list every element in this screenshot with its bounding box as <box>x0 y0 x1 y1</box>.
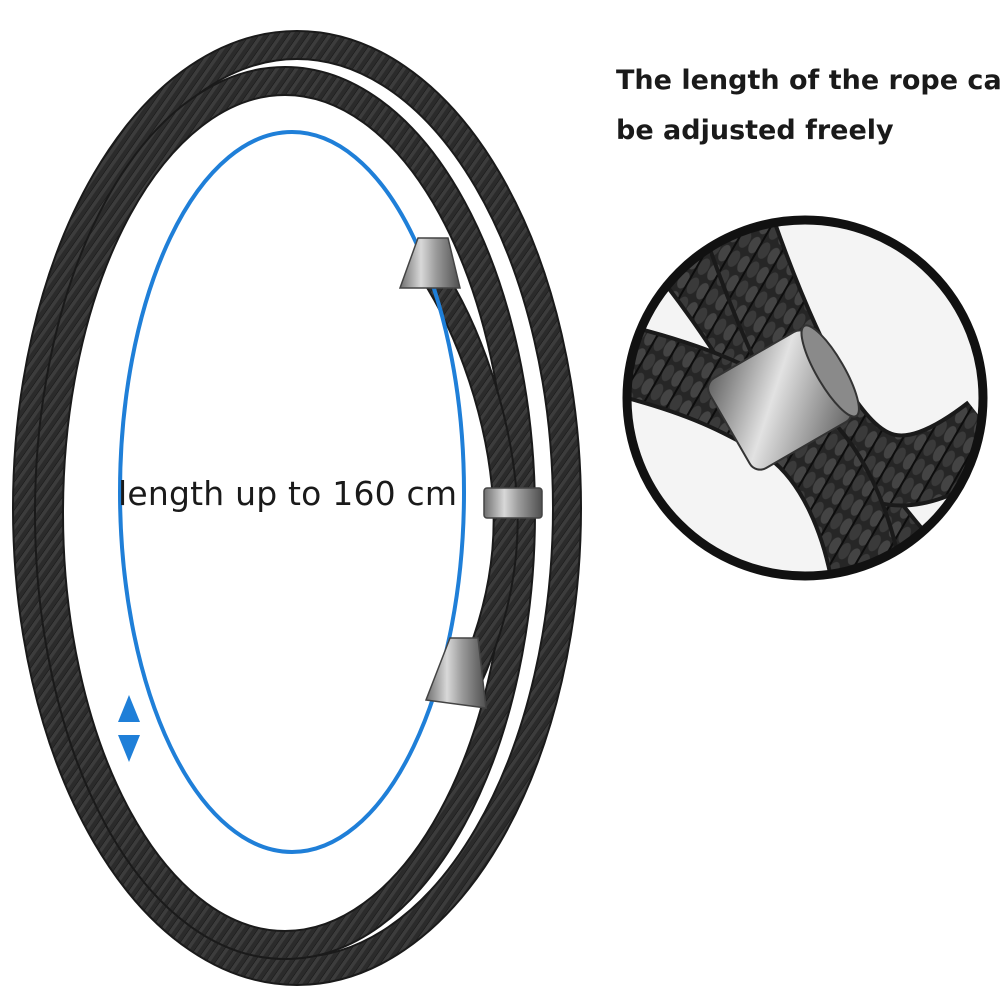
arrowhead-up-icon <box>118 695 140 722</box>
rope-slider-middle <box>483 487 543 519</box>
rope-end-cap-top <box>398 237 461 289</box>
adjustable-caption: The length of the rope can be adjusted f… <box>616 56 1000 156</box>
length-label: length up to 160 cm <box>118 474 458 513</box>
measurement-loop <box>112 130 466 854</box>
detail-zoom-circle <box>622 215 988 581</box>
rope-end-cap-bottom <box>424 637 487 709</box>
caption-line-2: be adjusted freely <box>616 115 894 146</box>
arrowhead-down-icon <box>118 735 140 762</box>
detail-metal-slider <box>707 324 860 471</box>
caption-line-1: The length of the rope can <box>616 65 1000 96</box>
